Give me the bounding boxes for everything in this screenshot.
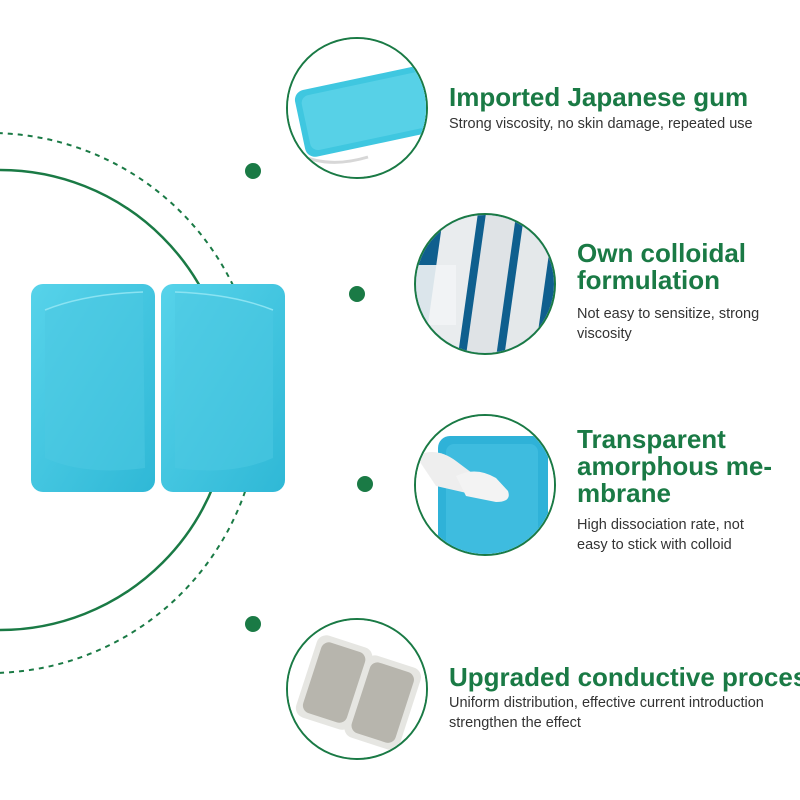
gel-strip-icon	[288, 39, 426, 177]
conductive-pads-icon	[288, 620, 426, 758]
connector-dot-2	[349, 286, 365, 302]
connector-dot-3	[357, 476, 373, 492]
conductive-pads-thumbnail	[286, 618, 428, 760]
feature-title-3: Transparent amorphous me- mbrane	[577, 424, 773, 508]
feature-title-2: Own colloidal formulation	[577, 238, 747, 295]
connector-dot-4	[245, 616, 261, 632]
colloid-strips-thumbnail	[414, 213, 556, 355]
membrane-peel-icon	[416, 416, 554, 554]
feature-title-4: Upgraded conductive process	[449, 662, 800, 692]
membrane-peel-thumbnail	[414, 414, 556, 556]
colloid-strips-icon	[416, 215, 554, 353]
feature-desc-2: Not easy to sensitize, strong viscosity	[577, 306, 760, 342]
feature-desc-3: High dissociation rate, not easy to stic…	[577, 517, 744, 553]
gel-pads-product-image	[31, 284, 285, 492]
feature-desc-4: Uniform distribution, effective current …	[449, 695, 764, 731]
feature-desc-1: Strong viscosity, no skin damage, repeat…	[449, 116, 753, 132]
gel-pad-left	[31, 284, 155, 492]
feature-title-1: Imported Japanese gum	[449, 82, 749, 112]
gel-pad-right	[161, 284, 285, 492]
connector-dot-1	[245, 163, 261, 179]
gel-strip-thumbnail	[286, 37, 428, 179]
